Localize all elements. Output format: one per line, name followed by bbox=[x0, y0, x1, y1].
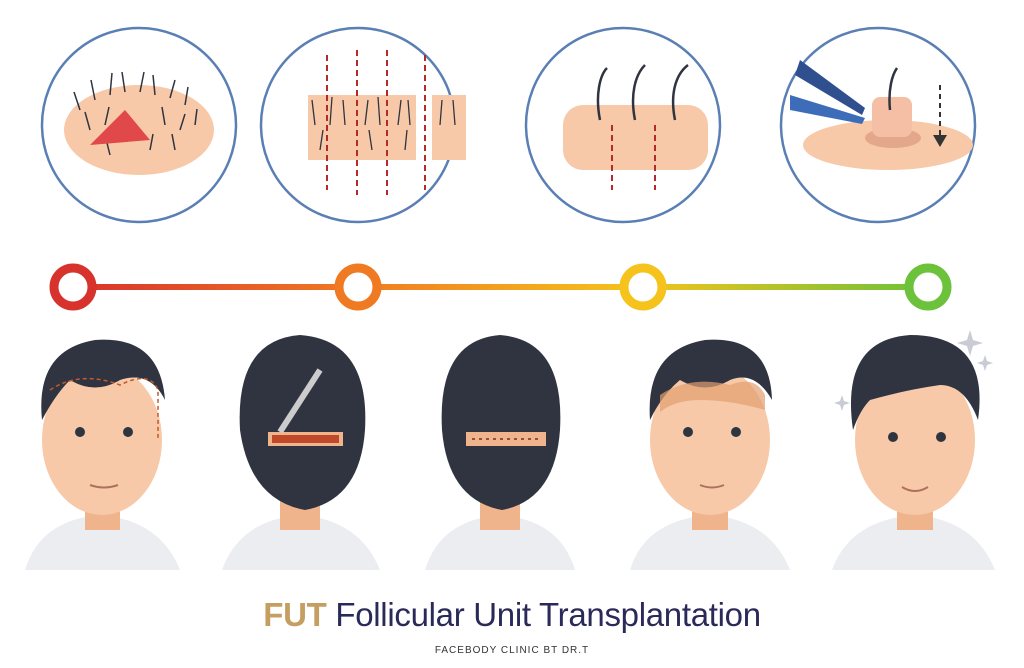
head-front-before bbox=[25, 339, 180, 570]
timeline-node-4 bbox=[904, 263, 952, 311]
timeline-node-2 bbox=[334, 263, 382, 311]
sparkle-icon bbox=[834, 330, 993, 411]
timeline-node-3 bbox=[619, 263, 667, 311]
credit-text: FACEBODY CLINIC BT DR.T bbox=[434, 645, 590, 656]
head-back-sutured bbox=[425, 335, 575, 570]
head-back-strip-cut bbox=[222, 335, 380, 570]
page-title: FUT Follicular Unit Transplantation bbox=[0, 596, 1024, 634]
title-acronym: FUT bbox=[263, 596, 327, 633]
title-full: Follicular Unit Transplantation bbox=[335, 596, 761, 633]
head-front-after bbox=[832, 330, 995, 570]
strip-excision-icon bbox=[40, 26, 238, 224]
head-front-implanted bbox=[630, 339, 790, 570]
timeline-node-1 bbox=[49, 263, 97, 311]
graft-implant-icon bbox=[779, 26, 977, 224]
strip-dissection-icon bbox=[259, 26, 466, 224]
follicular-unit-icon bbox=[524, 26, 722, 224]
timeline bbox=[49, 263, 952, 311]
